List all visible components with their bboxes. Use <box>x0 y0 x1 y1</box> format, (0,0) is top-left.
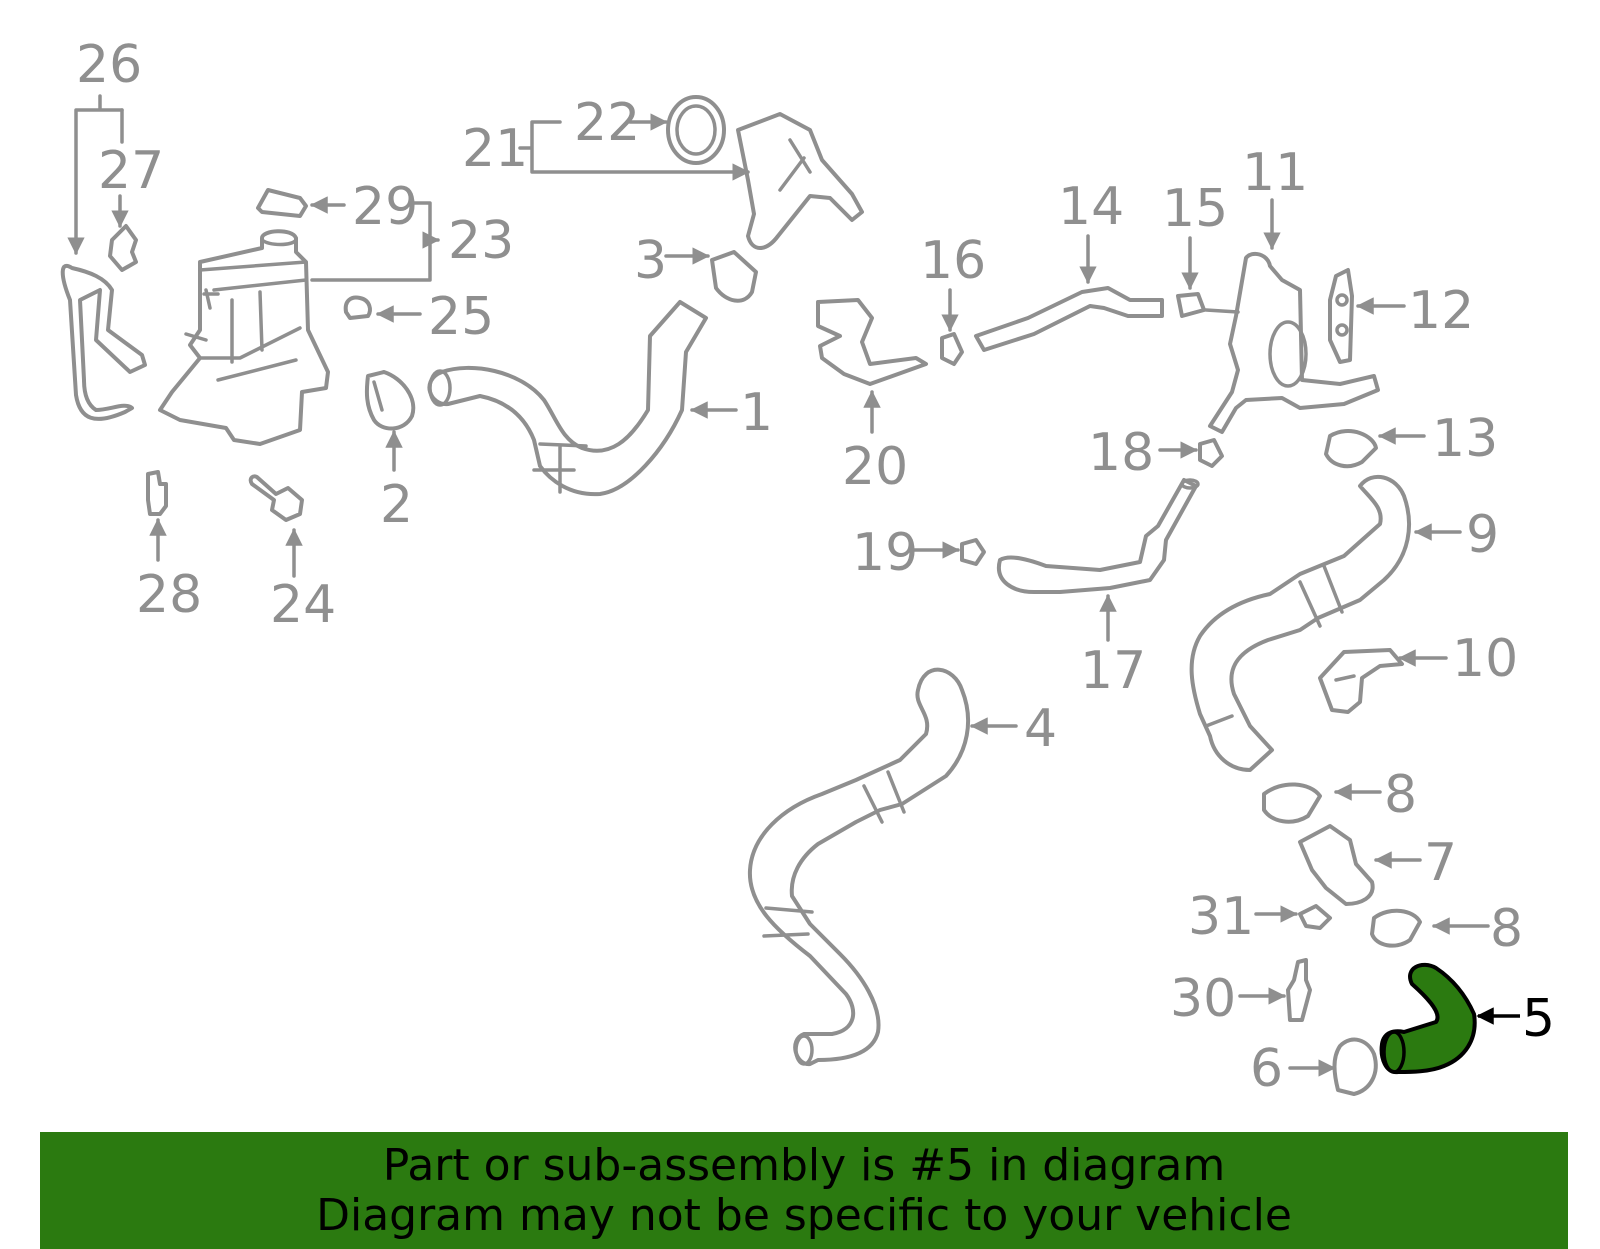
part-9-hose[interactable] <box>1189 475 1412 772</box>
label-28: 28 <box>136 565 202 625</box>
label-29: 29 <box>352 177 418 237</box>
label-24: 24 <box>270 575 336 635</box>
label-30: 30 <box>1170 969 1236 1029</box>
leader-27 <box>120 108 122 226</box>
part-3-clamp[interactable] <box>710 250 758 303</box>
label-8-upper: 8 <box>1384 765 1417 825</box>
part-8-clamp-upper[interactable] <box>1262 782 1322 824</box>
label-12: 12 <box>1408 281 1474 341</box>
part-12-gasket[interactable] <box>1328 268 1354 364</box>
label-7: 7 <box>1424 833 1457 893</box>
banner-line-1: Part or sub-assembly is #5 in diagram <box>382 1139 1226 1191</box>
part-18-clip[interactable] <box>1198 438 1224 468</box>
part-22-o-ring[interactable] <box>666 95 726 165</box>
label-4: 4 <box>1024 699 1057 759</box>
leader-23 <box>310 201 438 282</box>
label-20: 20 <box>842 437 908 497</box>
leader-21 <box>518 120 748 172</box>
part-11-thermostat-housing[interactable] <box>1204 251 1380 434</box>
part-6-clamp[interactable] <box>1332 1037 1378 1096</box>
part-17-hose[interactable] <box>996 478 1200 594</box>
part-26-hose[interactable] <box>60 264 147 421</box>
part-2-clamp[interactable] <box>364 370 416 431</box>
label-1: 1 <box>740 383 773 443</box>
part-30-sensor[interactable] <box>1286 958 1312 1022</box>
label-15: 15 <box>1162 179 1228 239</box>
part-13-clamp[interactable] <box>1324 429 1378 469</box>
part-20-bracket-hose[interactable] <box>816 298 928 386</box>
leader-26 <box>76 94 124 253</box>
label-22: 22 <box>574 93 640 153</box>
label-6: 6 <box>1250 1039 1283 1099</box>
label-9: 9 <box>1466 505 1499 565</box>
label-31: 31 <box>1188 887 1254 947</box>
part-1-hose[interactable] <box>427 300 708 497</box>
part-19-clip[interactable] <box>960 538 986 566</box>
part-16-clip[interactable] <box>940 332 964 366</box>
part-23-reservoir-tank[interactable] <box>158 229 330 446</box>
label-18: 18 <box>1088 423 1154 483</box>
part-31-clip[interactable] <box>1298 904 1332 930</box>
label-21: 21 <box>462 119 528 179</box>
label-17: 17 <box>1080 641 1146 701</box>
label-8-lower: 8 <box>1490 899 1523 959</box>
part-4-hose[interactable] <box>747 667 970 1066</box>
label-19: 19 <box>852 523 918 583</box>
label-26: 26 <box>76 35 142 95</box>
part-25-nut[interactable] <box>343 295 372 320</box>
part-29-bracket[interactable] <box>256 188 308 218</box>
label-25: 25 <box>428 287 494 347</box>
part-24-bolt[interactable] <box>248 474 304 522</box>
part-7-fitting[interactable] <box>1298 824 1375 906</box>
label-10: 10 <box>1452 629 1518 689</box>
part-28-pin[interactable] <box>146 470 168 516</box>
part-15-sensor[interactable] <box>1176 292 1206 318</box>
part-27-clip[interactable] <box>108 224 138 272</box>
label-16: 16 <box>920 231 986 291</box>
label-13: 13 <box>1432 409 1498 469</box>
label-3: 3 <box>634 231 667 291</box>
label-27: 27 <box>98 141 164 201</box>
banner-background <box>40 1132 1568 1249</box>
label-23: 23 <box>448 211 514 271</box>
info-banner: Part or sub-assembly is #5 in diagram Di… <box>40 1132 1568 1249</box>
banner-line-2: Diagram may not be specific to your vehi… <box>316 1189 1292 1241</box>
part-21-water-outlet[interactable] <box>736 112 864 250</box>
part-14-pipe[interactable] <box>974 286 1164 352</box>
label-2: 2 <box>380 475 413 535</box>
label-14: 14 <box>1058 177 1124 237</box>
label-11: 11 <box>1242 143 1308 203</box>
part-5-hose-highlighted[interactable] <box>1379 962 1477 1075</box>
label-5-highlighted: 5 <box>1522 989 1555 1049</box>
part-10-bracket[interactable] <box>1318 648 1404 714</box>
part-8-clamp-lower[interactable] <box>1370 908 1422 948</box>
